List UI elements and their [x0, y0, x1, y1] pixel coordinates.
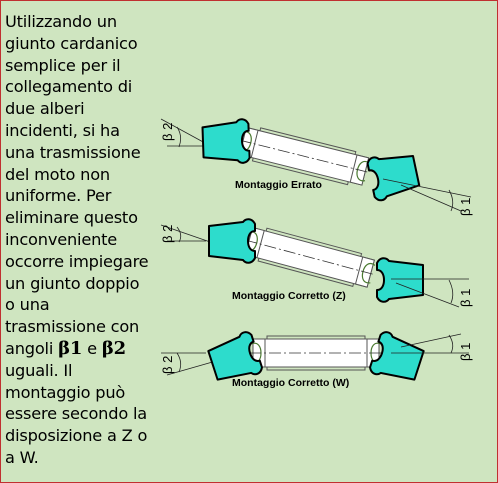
caption-z: Montaggio Corretto (Z) [232, 290, 346, 302]
description-text: Utilizzando un giunto cardanico semplice… [5, 11, 153, 469]
angle-label-beta1: β 1 [458, 289, 473, 307]
angle-label-beta2: β 2 [160, 123, 175, 141]
angle-label-beta2: β 2 [160, 356, 175, 374]
caption-w: Montaggio Corretto (W) [232, 377, 349, 389]
angles-conj: e [82, 338, 102, 358]
text-line: incidenti, si ha [5, 120, 120, 140]
text-line: del moto non [5, 164, 110, 184]
beta2-symbol: β2 [101, 337, 126, 359]
text-line: giunto cardanico [5, 33, 138, 53]
text-line: un giunto doppio [5, 273, 140, 293]
text-line: una trasmissione [5, 142, 141, 162]
text-line: semplice per il [5, 55, 121, 75]
intermediate-shaft [248, 335, 384, 371]
angles-prefix: angoli [5, 338, 59, 358]
text-line: trasmissione con [5, 317, 140, 337]
text-line: a W. [5, 447, 39, 467]
text-line: montaggio può [5, 382, 126, 402]
left-fork [208, 218, 256, 264]
text-line: inconveniente [5, 229, 118, 249]
text-line: disposizione a Z o [5, 426, 148, 446]
text-line: o una [5, 295, 50, 315]
right-fork [365, 148, 422, 203]
caption-errato: Montaggio Errato [235, 179, 322, 191]
angles-line: angoli β1 e β2 [5, 338, 153, 360]
text-line: Utilizzando un [5, 12, 117, 31]
diagram-corretto-z: β 2 β 1 Montaggio Corretto (Z) [160, 218, 473, 308]
text-line: uniforme. Per [5, 186, 112, 206]
text-line: uguali. Il [5, 360, 73, 380]
beta1-symbol: β1 [58, 337, 83, 359]
text-line: occorre impiegare [5, 251, 149, 271]
intermediate-shaft [240, 222, 380, 292]
text-line: due alberi [5, 99, 85, 119]
diagram-errato: β 2 β 1 Montaggio Errato [160, 118, 473, 216]
text-line: eliminare questo [5, 208, 138, 228]
angle-label-beta1: β 1 [458, 343, 473, 361]
text-line: collegamento di [5, 77, 133, 97]
angle-label-beta2: β 2 [160, 225, 175, 243]
right-fork [376, 257, 424, 303]
diagram-corretto-w: β 2 β 1 Montaggio Corretto (W) [160, 329, 473, 389]
left-fork [201, 118, 251, 166]
text-line: essere secondo la [5, 404, 147, 424]
angle-label-beta1: β 1 [458, 198, 473, 216]
